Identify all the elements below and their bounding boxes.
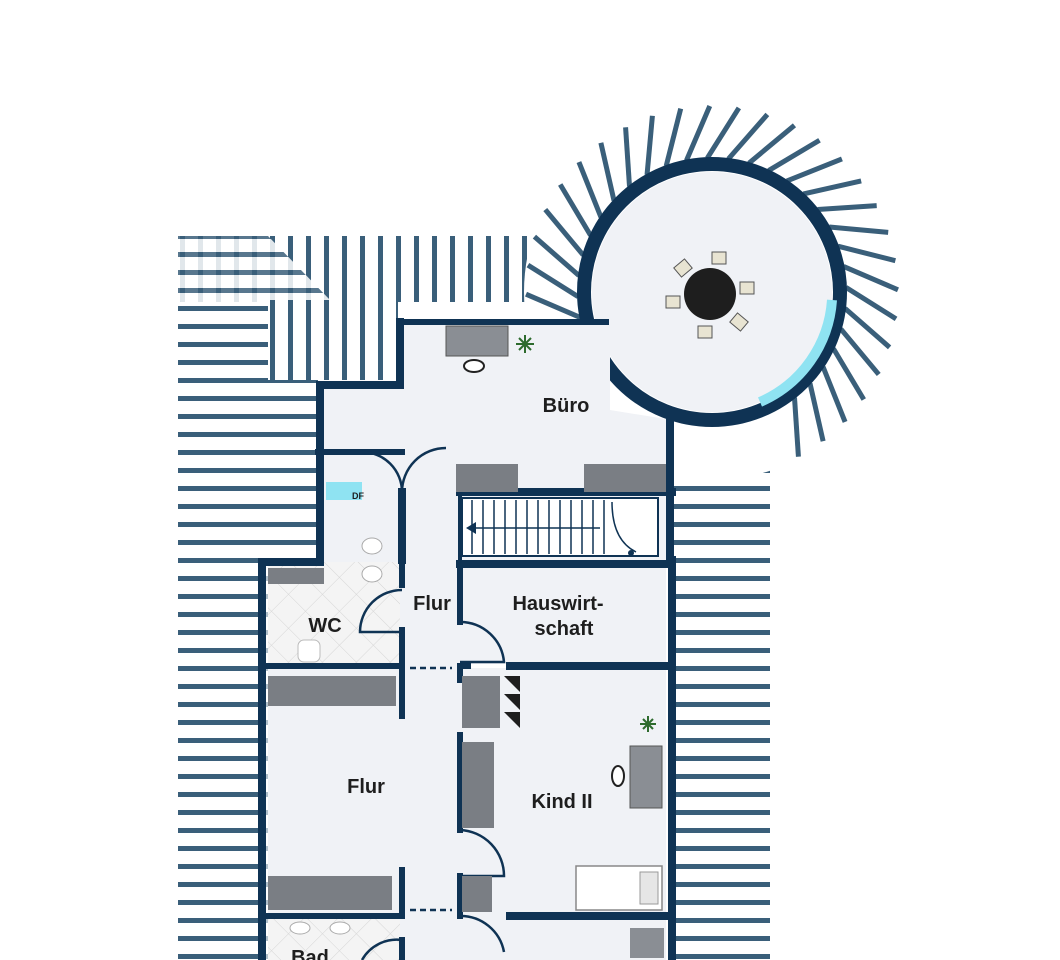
room-label-utility-line2: schaft xyxy=(535,618,594,640)
tower-roof-ray xyxy=(623,127,632,187)
tower-roof-ray xyxy=(705,106,742,160)
tower-roof-ray xyxy=(598,142,617,202)
floor-area xyxy=(268,322,672,960)
tower-roof-ray xyxy=(792,397,801,457)
tower-roof-ray xyxy=(747,123,797,166)
tower-roof-ray xyxy=(828,224,889,235)
walls xyxy=(258,318,676,960)
tower-roof-ray xyxy=(807,382,826,442)
room-label-utility-line1: Hauswirt- xyxy=(512,593,603,615)
tower-roof-ray xyxy=(844,285,898,322)
staircase xyxy=(461,497,659,557)
doors xyxy=(358,446,506,960)
roof-right xyxy=(672,420,770,960)
tower-roof-ray xyxy=(831,347,866,401)
tower-roof-ray xyxy=(525,291,582,320)
room-label-bath: Bad xyxy=(291,947,329,960)
room-label-hall-lower: Flur xyxy=(347,776,385,798)
skylight-label: DF xyxy=(352,491,364,501)
tower-roof-ray xyxy=(543,207,586,257)
tower-roof-ray xyxy=(558,183,593,237)
roof-top-inner xyxy=(268,300,398,380)
tower-roof-ray xyxy=(576,161,604,218)
tower-roof-ray xyxy=(842,264,899,293)
roof-left-inner xyxy=(268,380,318,560)
tower-roof-ray xyxy=(767,138,821,173)
tower-roof-ray xyxy=(802,178,862,197)
room-label-wc: WC xyxy=(308,615,341,637)
tower-roof-ray xyxy=(532,234,581,278)
tower-roof-ray xyxy=(663,108,684,167)
tower-roof-ray xyxy=(820,366,848,423)
tower-roof-ray xyxy=(526,262,580,299)
tower-roof-ray xyxy=(644,115,655,176)
tower-roof-ray xyxy=(786,156,843,184)
room-label-hall-upper: Flur xyxy=(413,593,451,615)
room-label-office: Büro xyxy=(543,395,590,417)
tower-roof-ray xyxy=(843,306,892,350)
tower-roof-ray xyxy=(837,243,896,264)
roof-left xyxy=(178,280,268,960)
tower-roof-ray xyxy=(838,327,881,377)
furniture xyxy=(268,251,755,958)
tower-roof-ray xyxy=(726,112,770,161)
room-label-child-two: Kind II xyxy=(531,791,592,813)
tower-roof-ray xyxy=(684,105,713,162)
tower-roof-ray xyxy=(817,203,877,212)
